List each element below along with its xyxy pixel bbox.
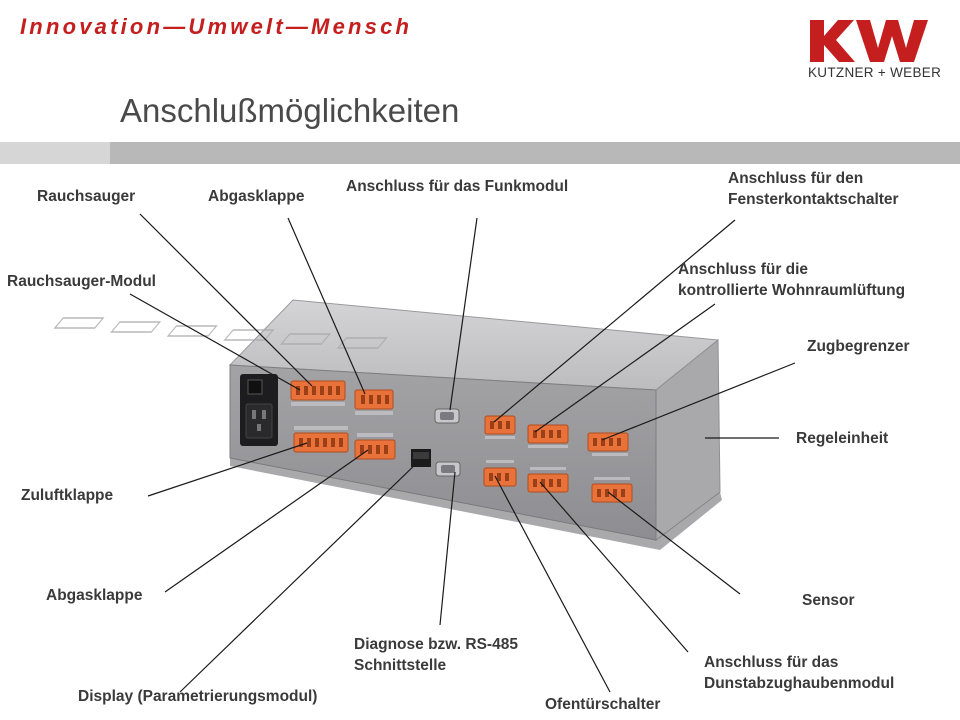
- brand-name: KUTZNER + WEBER: [808, 65, 942, 80]
- kw-logo-mark: [810, 20, 928, 62]
- page-title: Anschlußmöglichkeiten: [120, 92, 460, 129]
- leader-dunstabzug: [539, 481, 689, 653]
- leader-diagnose: [439, 471, 456, 626]
- terminal-zugbegrenzer: [587, 432, 629, 452]
- label-fensterkontakt: Anschluss für den Fensterkontaktschalter: [728, 170, 899, 208]
- terminal-abgasklappe-top: [354, 389, 394, 410]
- label-regeleinheit: Regeleinheit: [796, 430, 889, 447]
- leader-fensterkontakt: [493, 219, 736, 423]
- slogan: Innovation—Umwelt—Mensch: [20, 14, 413, 39]
- leader-lines: [129, 213, 796, 693]
- label-sensor: Sensor: [802, 592, 855, 609]
- label-rauchsauger: Rauchsauger: [37, 188, 136, 205]
- terminal-sensor: [591, 483, 633, 503]
- power-switch: [247, 379, 263, 395]
- power-inlet: [245, 403, 273, 439]
- leader-wohnraum: [534, 303, 716, 433]
- terminal-rauchsauger: [290, 380, 346, 401]
- dsub-connector-diagnose: [435, 461, 461, 477]
- header-divider-bar: [0, 142, 960, 164]
- leader-funkmodul: [449, 217, 478, 411]
- leader-abgasklappe-top: [287, 217, 366, 395]
- label-wohnraumlueftung: Anschluss für die kontrollierte Wohnraum…: [678, 261, 906, 299]
- terminal-abgasklappe-bottom: [354, 439, 396, 460]
- terminal-pins: [296, 386, 625, 497]
- label-zuluftklappe: Zuluftklappe: [21, 487, 114, 504]
- leader-display: [179, 459, 421, 693]
- terminal-zuluftklappe: [293, 432, 349, 453]
- dsub-connector-funk: [434, 408, 460, 424]
- label-diagnose: Diagnose bzw. RS-485 Schnittstelle: [354, 636, 518, 674]
- label-ofentuerschalter: Ofentürschalter: [545, 696, 661, 713]
- kw-logo: KUTZNER + WEBER: [808, 18, 948, 88]
- leader-sensor: [607, 491, 741, 595]
- label-dunstabzug: Anschluss für das Dunstabzughaubenmodul: [704, 654, 895, 692]
- label-funkmodul: Anschluss für das Funkmodul: [346, 178, 569, 195]
- header-divider-accent: [0, 142, 110, 164]
- leader-rauchsauger-modul: [129, 293, 301, 391]
- leader-abgasklappe-bottom: [164, 449, 369, 593]
- leader-zugbegrenzer: [601, 362, 796, 441]
- label-abgasklappe-bottom: Abgasklappe: [46, 587, 143, 604]
- label-zugbegrenzer: Zugbegrenzer: [807, 338, 910, 355]
- label-display: Display (Parametrierungsmodul): [78, 688, 318, 705]
- port-label-strips: [291, 402, 630, 480]
- label-rauchsauger-modul: Rauchsauger-Modul: [7, 273, 156, 290]
- label-abgasklappe-top: Abgasklappe: [208, 188, 305, 205]
- leader-rauchsauger: [139, 213, 313, 387]
- leader-zuluftklappe: [147, 442, 308, 497]
- leader-ofentuer: [494, 475, 611, 693]
- top-embossing: [53, 317, 388, 349]
